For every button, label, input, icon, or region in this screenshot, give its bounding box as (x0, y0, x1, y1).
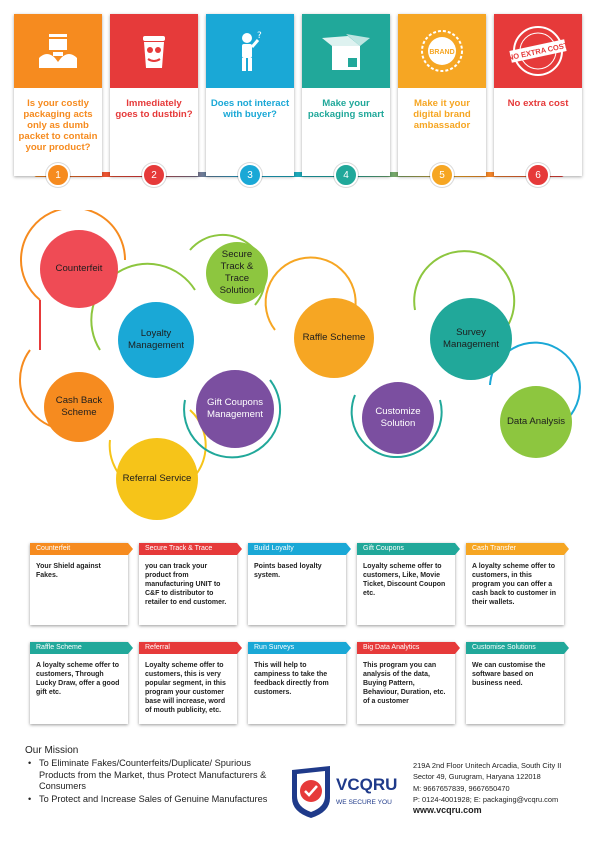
step-card-6: NO EXTRA COST No extra cost (494, 14, 582, 176)
card-text: Your Shield against Fakes. (36, 563, 101, 579)
our-mission: Our Mission To Eliminate Fakes/Counterfe… (25, 745, 275, 806)
card-secure-track: Secure Track & Trace you can track your … (139, 543, 242, 625)
no-extra-cost-stamp-label: NO EXTRA COST (508, 41, 568, 63)
card-gift-coupons: Gift Coupons Loyalty scheme offer to cus… (357, 543, 460, 625)
card-text: This will help to campiness to take the … (254, 662, 329, 696)
bubble-gift-coupons: Gift Coupons Management (196, 370, 274, 448)
card-build-loyalty: Build Loyalty Points based loyalty syste… (248, 543, 351, 625)
step-1-header (14, 14, 102, 88)
bubble-survey: Survey Management (430, 298, 512, 380)
address-line-1: 219A 2nd Floor Unitech Arcadia, South Ci… (413, 761, 562, 770)
step-number-3: 3 (238, 163, 262, 187)
card-title: Gift Coupons (357, 543, 460, 555)
address-line-2: Sector 49, Gurugram, Haryana 122018 (413, 772, 541, 782)
step-number-4: 4 (334, 163, 358, 187)
card-title: Raffle Scheme (30, 642, 133, 654)
step-card-5: BRAND Make it your digital brand ambassa… (398, 14, 486, 176)
step-2-header (110, 14, 198, 88)
step-number-5: 5 (430, 163, 454, 187)
card-text: Loyalty scheme offer to customers, this … (145, 662, 226, 714)
card-customise: Customise Solutions We can customise the… (466, 642, 569, 724)
step-4-header (302, 14, 390, 88)
step-number-2: 2 (142, 163, 166, 187)
bubble-counterfeit: Counterfeit (40, 230, 118, 308)
mission-title: Our Mission (25, 745, 79, 756)
step-6-header: NO EXTRA COST (494, 14, 582, 88)
confused-person-icon: ? (227, 28, 273, 74)
contact-address: 219A 2nd Floor Unitech Arcadia, South Ci… (413, 760, 588, 816)
card-text: A loyalty scheme offer to customers, in … (472, 563, 557, 606)
step-3-text: Does not interact with buyer? (210, 98, 290, 120)
step-number-1: 1 (46, 163, 70, 187)
step-2-text: Immediately goes to dustbin? (115, 98, 193, 120)
card-text: you can track your product from manufact… (145, 563, 227, 606)
step-card-4: Make your packaging smart (302, 14, 390, 176)
step-3-header: ? (206, 14, 294, 88)
bubble-referral: Referral Service (116, 438, 198, 520)
card-counterfeit: Counterfeit Your Shield against Fakes. (30, 543, 133, 625)
vcqru-logo: VCQRU WE SECURE YOU (288, 764, 408, 818)
step-card-3: ? Does not interact with buyer? (206, 14, 294, 176)
brand-badge-label: BRAND (429, 49, 454, 56)
step-card-1: Is your costly packaging acts only as du… (14, 14, 102, 176)
step-6-text: No extra cost (507, 98, 569, 109)
steps-timeline (34, 172, 564, 177)
no-extra-cost-stamp-icon: NO EXTRA COST (508, 23, 568, 79)
brand-badge-icon: BRAND (417, 26, 467, 76)
card-title: Cash Transfer (466, 543, 569, 555)
mission-list: To Eliminate Fakes/Counterfeits/Duplicat… (25, 758, 275, 805)
bubble-cash-back: Cash Back Scheme (44, 372, 114, 442)
card-title: Secure Track & Trace (139, 543, 242, 555)
phone-email: P: 0124-4001928; E: packaging@vcqru.com (413, 794, 559, 804)
services-bubbles: Counterfeit Secure Track & Trace Solutio… (0, 210, 595, 520)
card-raffle-scheme: Raffle Scheme A loyalty scheme offer to … (30, 642, 133, 724)
card-title: Counterfeit (30, 543, 133, 555)
card-title: Referral (139, 642, 242, 654)
bubble-raffle: Raffle Scheme (294, 298, 374, 378)
card-text: Loyalty scheme offer to customers, Like,… (363, 563, 446, 597)
step-number-6: 6 (526, 163, 550, 187)
card-text: Points based loyalty system. (254, 563, 322, 579)
problem-steps: Is your costly packaging acts only as du… (14, 14, 584, 190)
website-link[interactable]: www.vcqru.com (413, 805, 482, 816)
card-title: Build Loyalty (248, 543, 351, 555)
step-5-header: BRAND (398, 14, 486, 88)
hands-box-icon (35, 28, 81, 74)
card-title: Big Data Analytics (357, 642, 460, 654)
card-text: A loyalty scheme offer to customers, Thr… (36, 662, 120, 696)
open-box-icon (318, 28, 374, 74)
mobile-numbers: M: 9667657839, 9667650470 (413, 783, 510, 793)
bubble-secure-track: Secure Track & Trace Solution (206, 242, 268, 304)
svg-text:?: ? (257, 31, 262, 41)
step-card-2: Immediately goes to dustbin? (110, 14, 198, 176)
mission-item: To Eliminate Fakes/Counterfeits/Duplicat… (25, 758, 275, 793)
card-text: We can customise the software based on b… (472, 662, 546, 687)
card-title: Run Surveys (248, 642, 351, 654)
bubble-data-analysis: Data Analysis (500, 386, 572, 458)
logo-name: VCQRU (336, 775, 397, 794)
step-4-text: Make your packaging smart (307, 98, 385, 120)
card-referral: Referral Loyalty scheme offer to custome… (139, 642, 242, 724)
card-title: Customise Solutions (466, 642, 569, 654)
step-5-text: Make it your digital brand ambassador (413, 98, 471, 131)
card-big-data: Big Data Analytics This program you can … (357, 642, 460, 724)
shield-icon: VCQRU WE SECURE YOU (292, 766, 397, 818)
bubble-loyalty: Loyalty Management (118, 302, 194, 378)
logo-tagline: WE SECURE YOU (336, 799, 392, 806)
step-1-text: Is your costly packaging acts only as du… (18, 98, 98, 153)
dustbin-icon (131, 28, 177, 74)
card-cash-transfer: Cash Transfer A loyalty scheme offer to … (466, 543, 569, 625)
mission-item: To Protect and Increase Sales of Genuine… (25, 794, 275, 806)
card-text: This program you can analysis of the dat… (363, 662, 446, 705)
bubble-customize: Customize Solution (362, 382, 434, 454)
card-run-surveys: Run Surveys This will help to campiness … (248, 642, 351, 724)
